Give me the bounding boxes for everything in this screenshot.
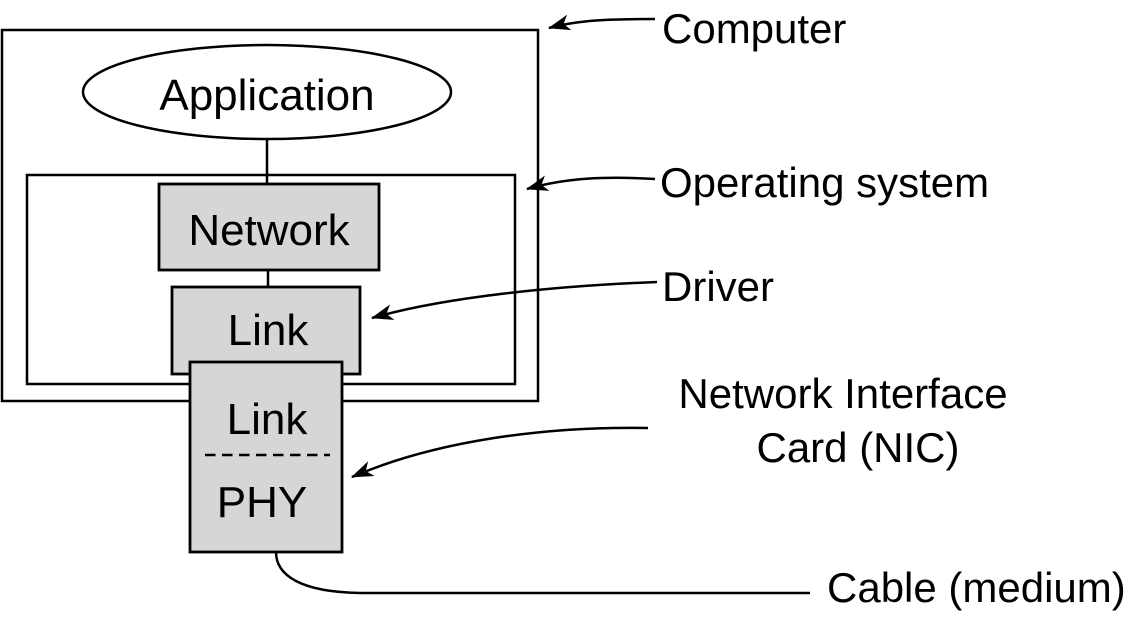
nic-phy-label: PHY (217, 478, 307, 527)
operating-system-callout-arrow (526, 175, 656, 191)
driver-callout-arrow (371, 280, 658, 320)
cable-callout-label: Cable (medium) (827, 564, 1126, 611)
driver-callout-label: Driver (662, 263, 774, 310)
network-box (157, 182, 381, 272)
nic-callout-label-line1: Network Interface (678, 370, 1007, 417)
nic-link-label: Link (227, 395, 309, 444)
cable-line (274, 551, 810, 595)
nic-box (188, 360, 344, 554)
computer-callout-label: Computer (662, 5, 846, 52)
network-label: Network (188, 206, 350, 255)
nic-callout-label-line2: Card (NIC) (756, 424, 959, 471)
driver-link-box (170, 285, 362, 376)
operating-system-callout-label: Operating system (660, 159, 989, 206)
application-label: Application (159, 71, 374, 120)
nic-callout-arrow (351, 426, 649, 479)
driver-link-label: Link (228, 306, 310, 355)
computer-callout-arrow (548, 14, 656, 31)
